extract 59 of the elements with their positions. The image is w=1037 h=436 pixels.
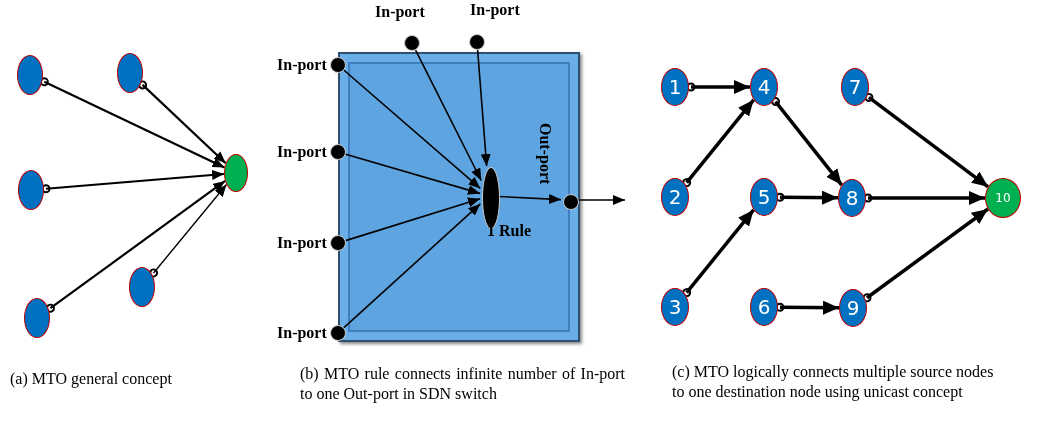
- numbered-node: [841, 68, 869, 106]
- node-number: 5: [756, 184, 772, 211]
- arrow: [138, 80, 227, 165]
- numbered-node: [750, 288, 778, 326]
- node-number: 10: [994, 190, 1012, 207]
- arrow: [149, 183, 228, 278]
- figure-caption: (c) MTO logically connects multiple source nodes to one destination node using unicast concept: [672, 362, 995, 402]
- port-label: In-port: [277, 324, 327, 342]
- port-label: In-port: [277, 56, 327, 74]
- port-label: Out-port: [536, 123, 554, 185]
- node-number: 6: [756, 294, 772, 321]
- node-number: 4: [756, 74, 772, 101]
- node-circle: [117, 53, 143, 93]
- arrow: [39, 77, 225, 169]
- arrow: [497, 194, 562, 204]
- figure-caption: (a) MTO general concept: [10, 369, 173, 389]
- node-circle: [129, 267, 155, 307]
- arrow: [476, 49, 491, 167]
- node-circle: [18, 170, 44, 210]
- node-circle: [24, 298, 50, 338]
- arrow: [862, 207, 989, 303]
- arrow: [682, 98, 755, 188]
- numbered-node: [838, 179, 866, 217]
- port-label: In-port: [277, 234, 327, 252]
- numbered-node: [839, 289, 867, 327]
- arrow: [771, 97, 844, 187]
- node-number: 1: [667, 74, 683, 101]
- arrow: [775, 190, 838, 205]
- numbered-node: [661, 68, 689, 106]
- numbered-node: [985, 178, 1021, 218]
- node-number: 8: [844, 185, 860, 212]
- numbered-node: [750, 68, 778, 106]
- arrow: [414, 49, 482, 182]
- port-label: In-port: [375, 3, 425, 21]
- node-number: 3: [667, 294, 683, 321]
- node-number: 7: [847, 74, 863, 101]
- node-circle: [224, 154, 248, 192]
- arrow: [343, 69, 482, 190]
- arrow: [682, 208, 755, 298]
- arrow: [45, 180, 226, 313]
- port-label: In-port: [277, 143, 327, 161]
- numbered-node: [750, 178, 778, 216]
- arrow: [344, 197, 481, 242]
- arrow: [864, 92, 990, 189]
- node-number: 9: [845, 295, 861, 322]
- arrow: [686, 80, 750, 94]
- figure-caption: (b) MTO rule connects infinite number of In-port to one Out-port in SDN switch: [300, 364, 625, 404]
- arrow: [775, 300, 839, 315]
- arrow: [343, 203, 482, 329]
- numbered-node: [661, 178, 689, 216]
- arrow: [576, 195, 626, 205]
- port-label: In-port: [470, 1, 520, 19]
- node-number: 2: [667, 184, 683, 211]
- switch-box: [338, 52, 580, 342]
- node-circle: [17, 55, 43, 95]
- arrow: [41, 170, 225, 194]
- numbered-node: [661, 288, 689, 326]
- arrow: [863, 191, 985, 205]
- arrow: [344, 153, 481, 195]
